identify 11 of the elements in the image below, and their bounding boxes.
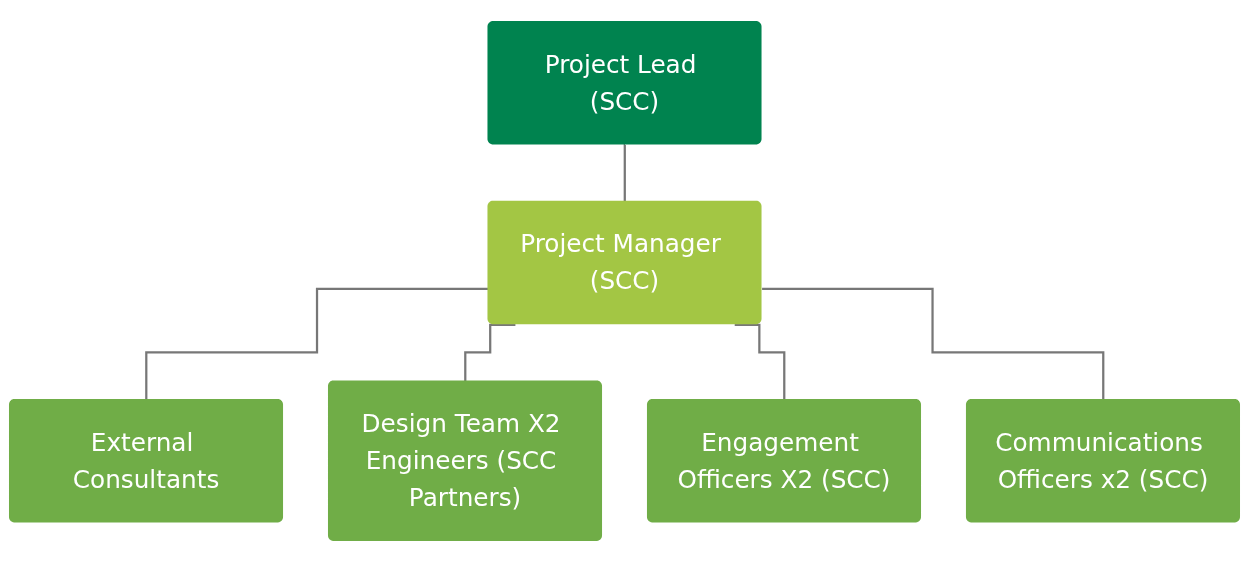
connector [623, 143, 627, 203]
connector [762, 287, 1105, 401]
node-box: Engagement Officers X2 (SCC) [646, 398, 922, 523]
node-box: Design Team X2 Engineers (SCC Partners) [327, 380, 603, 541]
node-box: Communications Officers x2 (SCC) [965, 398, 1240, 523]
node-box: Project Manager (SCC) [487, 200, 762, 325]
connector [734, 323, 786, 401]
node-box: Project Lead (SCC) [487, 21, 762, 145]
connector [145, 287, 489, 401]
node-box: External Consultants [9, 398, 284, 523]
connector [464, 323, 516, 383]
